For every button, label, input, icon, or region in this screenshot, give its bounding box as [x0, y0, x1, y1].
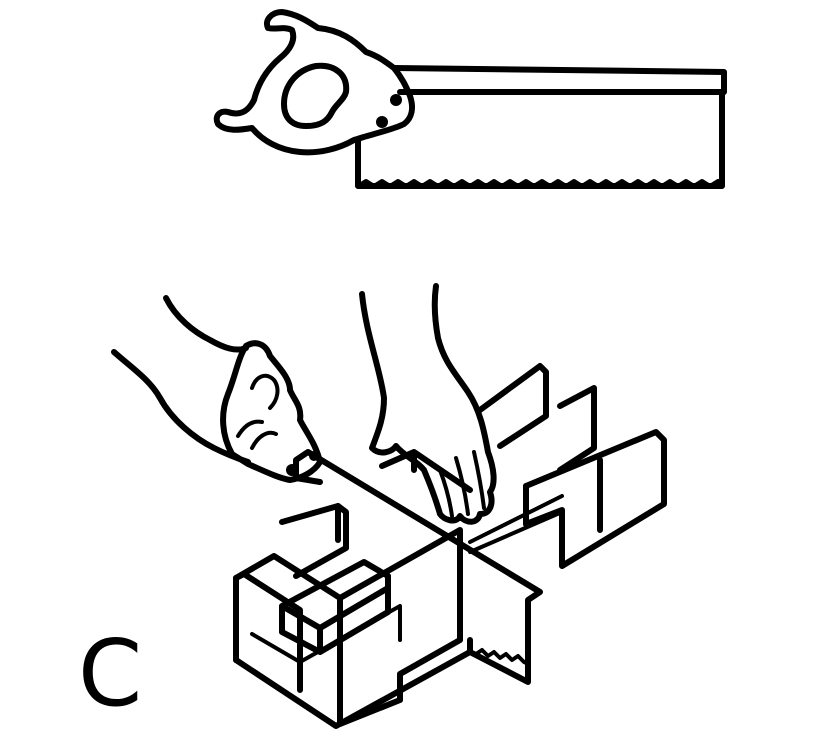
saw-rivet	[376, 116, 388, 128]
saw-in-use-rivet	[286, 464, 298, 476]
backsaw	[213, 9, 727, 189]
mitre-box-back-wall-left	[279, 503, 349, 579]
mitre-box-right-channel	[468, 494, 564, 568]
saw-teeth	[356, 179, 724, 188]
right-hand	[359, 283, 497, 525]
mitre-box-far-wall-2	[557, 385, 597, 473]
mitre-box-far-wall	[477, 363, 549, 449]
saw-handle-grip-hole	[281, 62, 350, 129]
mitre-box-front-wall	[233, 527, 463, 727]
mitre-box-channel	[250, 604, 402, 664]
mitre-box-right-wall	[523, 429, 667, 569]
mitre-box-front-wall-top	[233, 571, 303, 693]
left-hand-arm	[163, 295, 249, 353]
right-hand-fingers	[438, 450, 486, 518]
saw-in-use-rivet	[309, 451, 319, 461]
saw-in-use-grip-hole	[250, 373, 280, 410]
saw-in-use-handle	[220, 340, 323, 483]
saw-back-spine	[391, 65, 727, 95]
saw-in-use-teeth	[468, 648, 530, 666]
mitre-box-right-wall-top	[523, 457, 603, 533]
saw-handle	[213, 9, 415, 156]
left-hand-arm-lower	[111, 349, 251, 465]
saw-rivet	[390, 94, 402, 106]
wood-piece	[279, 559, 391, 655]
panel-letter: C	[78, 620, 143, 727]
mitre-box	[233, 363, 667, 729]
saw-in-use	[220, 340, 543, 685]
left-hand-knuckles	[236, 419, 278, 450]
hands	[111, 283, 497, 525]
